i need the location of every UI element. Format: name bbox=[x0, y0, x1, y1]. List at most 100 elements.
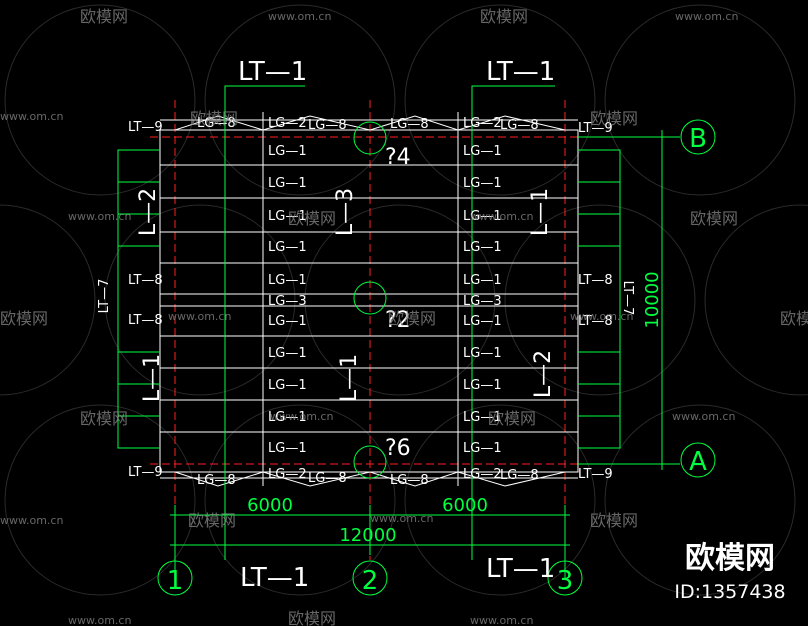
roof-frame bbox=[159, 112, 579, 487]
lg1-right-group: LG—1 LG—1 LG—1 LG—1 LG—1 LG—1 LG—1 LG—1 … bbox=[463, 144, 502, 456]
lg-top: LG—2 bbox=[463, 116, 502, 131]
lg1-left: LG—1 bbox=[268, 314, 307, 329]
lt7-left: LT—7 bbox=[97, 279, 112, 314]
lg1-right: LG—1 bbox=[463, 378, 502, 393]
lg1-left: LG—1 bbox=[268, 144, 307, 159]
l1-mid: L—1 bbox=[337, 354, 362, 402]
lg-top: LG—8 bbox=[500, 118, 539, 133]
axis-number-3: 3 bbox=[557, 566, 574, 596]
watermark-brand: 欧模网 bbox=[488, 409, 536, 428]
lg1-left: LG—1 bbox=[268, 273, 307, 288]
lt8-left-1: LT—8 bbox=[128, 273, 163, 288]
lt9-bottom-right: LT—9 bbox=[578, 467, 613, 482]
watermark-url: www.om.cn bbox=[0, 514, 63, 527]
axis-letter-a: A bbox=[689, 447, 707, 477]
watermark-brand: 欧模网 bbox=[288, 609, 336, 626]
lg1-right: LG—1 bbox=[463, 346, 502, 361]
lg1-right: LG—1 bbox=[463, 441, 502, 456]
lg-top: LG—8 bbox=[308, 118, 347, 133]
l2-left: L—2 bbox=[136, 188, 161, 236]
watermark-url: www.om.cn bbox=[270, 410, 333, 423]
dim-height: 10000 bbox=[642, 271, 663, 328]
lg3-right: LG—3 bbox=[463, 294, 502, 309]
column-label-3: ?6 bbox=[385, 436, 411, 461]
lg1-right: LG—1 bbox=[463, 144, 502, 159]
lg-bottom: LG—8 bbox=[500, 468, 539, 483]
lt1-bottom-left: LT—1 bbox=[240, 563, 309, 593]
lg1-left: LG—1 bbox=[268, 441, 307, 456]
l3-mid: L—3 bbox=[333, 188, 358, 236]
watermark-url: www.om.cn bbox=[470, 210, 533, 223]
axis-letter-b: B bbox=[689, 124, 707, 154]
lg1-left: LG—1 bbox=[268, 346, 307, 361]
dim-total: 12000 bbox=[339, 525, 396, 546]
lt7-right: LT—7 bbox=[620, 281, 635, 316]
lg1-right: LG—1 bbox=[463, 176, 502, 191]
lg-top: LG—8 bbox=[197, 116, 236, 131]
l1-right: L—1 bbox=[528, 188, 553, 236]
watermark-url: www.om.cn bbox=[168, 310, 231, 323]
lg-bottom: LG—8 bbox=[308, 471, 347, 486]
lt8-right-2: LT—8 bbox=[578, 314, 613, 329]
watermark-brand: 欧模网 bbox=[780, 309, 808, 328]
lg1-left: LG—1 bbox=[268, 209, 307, 224]
lg-bottom: LG—2 bbox=[268, 467, 307, 482]
lg-bottom: LG—8 bbox=[197, 473, 236, 488]
lg1-right: LG—1 bbox=[463, 314, 502, 329]
watermark-url: www.om.cn bbox=[470, 614, 533, 626]
watermark-brand: 欧模网 bbox=[388, 309, 436, 328]
lt1-top-right: LT—1 bbox=[486, 57, 555, 87]
lt9-top-left: LT—9 bbox=[128, 120, 163, 135]
watermark-url: www.om.cn bbox=[0, 110, 63, 123]
watermark-url: www.om.cn bbox=[68, 614, 131, 626]
watermarks: 欧模网 www.om.cn 欧模网 www.om.cn www.om.cn 欧模… bbox=[0, 7, 808, 626]
axis-lines bbox=[150, 100, 590, 560]
side-ties bbox=[117, 85, 716, 596]
lg1-right: LG—1 bbox=[463, 410, 502, 425]
corner-id: ID:1357438 bbox=[674, 581, 785, 603]
watermark-brand: 欧模网 bbox=[0, 309, 48, 328]
watermark-brand: 欧模网 bbox=[188, 511, 236, 530]
lt8-right-1: LT—8 bbox=[578, 273, 613, 288]
lg3-left: LG—3 bbox=[268, 294, 307, 309]
watermark-brand: 欧模网 bbox=[80, 7, 128, 26]
watermark-brand: 欧模网 bbox=[480, 7, 528, 26]
watermark-url: www.om.cn bbox=[370, 512, 433, 525]
lg1-left-group: LG—1 LG—1 LG—1 LG—1 LG—1 LG—1 LG—1 LG—1 … bbox=[268, 144, 307, 456]
l1-left: L—1 bbox=[140, 354, 165, 402]
watermark-brand: 欧模网 bbox=[190, 109, 238, 128]
axis-number-1: 1 bbox=[167, 566, 184, 596]
watermark-brand: 欧模网 bbox=[288, 209, 336, 228]
lg1-left: LG—1 bbox=[268, 176, 307, 191]
watermark-brand: 欧模网 bbox=[80, 409, 128, 428]
watermark-url: www.om.cn bbox=[672, 410, 735, 423]
watermark-url: www.om.cn bbox=[675, 10, 738, 23]
l2-right: L—2 bbox=[531, 350, 556, 398]
lt1-bottom-right: LT—1 bbox=[486, 554, 555, 584]
lg1-right: LG—1 bbox=[463, 240, 502, 255]
lt1-top-left: LT—1 bbox=[238, 57, 307, 87]
lt8-left-2: LT—8 bbox=[128, 313, 163, 328]
lg-bottom: LG—8 bbox=[390, 473, 429, 488]
watermark-brand: 欧模网 bbox=[590, 511, 638, 530]
watermark-brand: 欧模网 bbox=[690, 209, 738, 228]
column-label-1: ?4 bbox=[385, 145, 411, 170]
watermark-url: www.om.cn bbox=[68, 210, 131, 223]
watermark-brand: 欧模网 bbox=[590, 109, 638, 128]
watermark-url: www.om.cn bbox=[570, 310, 633, 323]
watermark-url: www.om.cn bbox=[268, 10, 331, 23]
lg1-left: LG—1 bbox=[268, 410, 307, 425]
lt9-bottom-left: LT—9 bbox=[128, 465, 163, 480]
lt9-top-right: LT—9 bbox=[578, 121, 613, 136]
lg1-right: LG—1 bbox=[463, 273, 502, 288]
corner-brand: 欧模网 bbox=[685, 541, 775, 576]
column-label-2: ?2 bbox=[385, 308, 411, 333]
lg-bottom: LG—2 bbox=[463, 467, 502, 482]
lg-top: LG—2 bbox=[268, 116, 307, 131]
lg1-left: LG—1 bbox=[268, 378, 307, 393]
watermark-circles bbox=[0, 4, 808, 596]
dim-span-1: 6000 bbox=[247, 495, 293, 516]
lg1-right: LG—1 bbox=[463, 209, 502, 224]
dim-span-2: 6000 bbox=[442, 495, 488, 516]
